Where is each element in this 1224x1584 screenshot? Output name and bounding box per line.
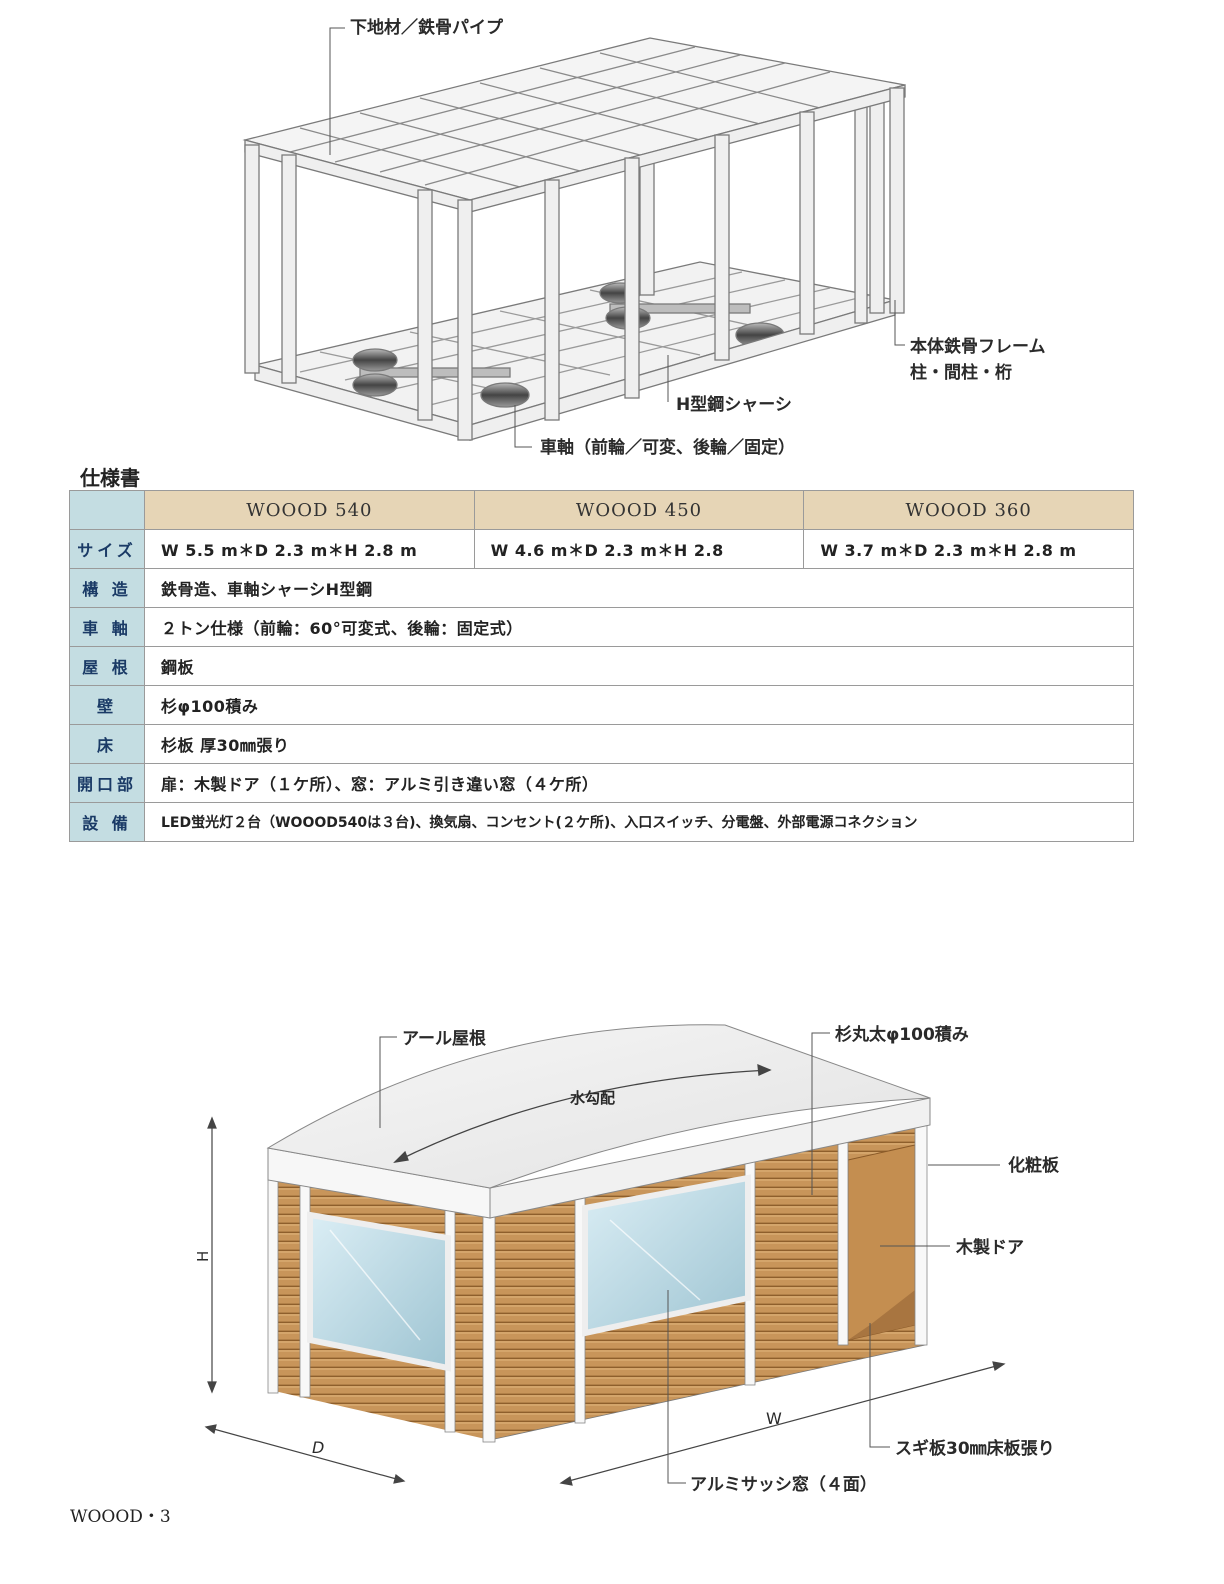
model-540: WOOOD 540 — [144, 490, 475, 530]
label-wood-door: 木製ドア — [955, 1237, 1024, 1258]
table-row: 壁 杉φ100積み — [69, 685, 1134, 725]
label-slope: 水勾配 — [570, 1089, 615, 1107]
table-row: 床 杉板 厚30㎜張り — [69, 724, 1134, 764]
label-axle: 車軸（前輪／可変、後輪／固定） — [540, 437, 795, 458]
dimension-depth: D — [312, 1438, 324, 1457]
wall-value: 杉φ100積み — [144, 685, 1134, 725]
row-label-axle: 車 軸 — [69, 607, 145, 647]
size-450: W 4.6 m＊D 2.3 m＊H 2.8 — [473, 529, 805, 569]
openings-value: 扉：木製ドア（１ケ所）、窓：アルミ引き違い窓（４ケ所） — [144, 763, 1134, 803]
label-log-wall: 杉丸太φ100積み — [835, 1024, 969, 1045]
row-label-wall: 壁 — [69, 685, 145, 725]
dimension-width: W — [766, 1409, 782, 1428]
equipment-value: LED蛍光灯２台（WOOOD540は３台)、換気扇、コンセント(２ケ所)、入口ス… — [144, 802, 1134, 842]
house-exterior-diagram: アール屋根 水勾配 杉丸太φ100積み 化粧板 木製ドア スギ板30㎜床板張り … — [194, 1024, 1060, 1495]
structure-value: 鉄骨造、車軸シャーシH型鋼 — [144, 568, 1134, 608]
label-chassis: H型鋼シャーシ — [676, 394, 792, 415]
row-label-equipment: 設 備 — [69, 802, 145, 842]
model-450: WOOOD 450 — [473, 490, 805, 530]
table-row: 屋 根 鋼板 — [69, 646, 1134, 686]
row-label-openings: 開口部 — [69, 763, 145, 803]
label-main-frame-parts: 柱・間柱・桁 — [910, 362, 1012, 383]
label-curved-roof: アール屋根 — [402, 1028, 486, 1049]
table-row: 構 造 鉄骨造、車軸シャーシH型鋼 — [69, 568, 1134, 608]
page-footer: WOOOD・3 — [70, 1507, 171, 1527]
table-row: 車 軸 ２トン仕様（前輪：60°可変式、後輪：固定式） — [69, 607, 1134, 647]
floor-value: 杉板 厚30㎜張り — [144, 724, 1134, 764]
axle-value: ２トン仕様（前輪：60°可変式、後輪：固定式） — [144, 607, 1134, 647]
dimension-height: H — [194, 1251, 212, 1262]
label-trim-board: 化粧板 — [1008, 1155, 1060, 1176]
size-540: W 5.5 m＊D 2.3 m＊H 2.8 m — [144, 529, 475, 569]
label-floor-boards: スギ板30㎜床板張り — [895, 1438, 1055, 1459]
table-header-row: WOOOD 540 WOOOD 450 WOOOD 360 — [69, 490, 1134, 530]
roof-value: 鋼板 — [144, 646, 1134, 686]
table-row: サイズ W 5.5 m＊D 2.3 m＊H 2.8 m W 4.6 m＊D 2.… — [69, 529, 1134, 569]
label-aluminum-window: アルミサッシ窓（４面） — [690, 1474, 877, 1495]
size-360: W 3.7 m＊D 2.3 m＊H 2.8 m — [803, 529, 1134, 569]
table-corner — [69, 490, 145, 530]
label-main-frame: 本体鉄骨フレーム — [910, 336, 1046, 357]
spec-table: WOOOD 540 WOOOD 450 WOOOD 360 サイズ W 5.5 … — [69, 490, 1134, 842]
steel-frame-diagram: 下地材／鉄骨パイプ 本体鉄骨フレーム 柱・間柱・桁 H型鋼シャーシ 車軸（前輪／… — [242, 17, 1046, 458]
row-label-roof: 屋 根 — [69, 646, 145, 686]
model-360: WOOOD 360 — [803, 490, 1134, 530]
row-label-structure: 構 造 — [69, 568, 145, 608]
spec-title: 仕様書 — [80, 466, 140, 490]
row-label-size: サイズ — [69, 529, 145, 569]
label-base-material: 下地材／鉄骨パイプ — [350, 17, 504, 38]
table-row: 設 備 LED蛍光灯２台（WOOOD540は３台)、換気扇、コンセント(２ケ所)… — [69, 802, 1134, 842]
table-row: 開口部 扉：木製ドア（１ケ所）、窓：アルミ引き違い窓（４ケ所） — [69, 763, 1134, 803]
row-label-floor: 床 — [69, 724, 145, 764]
